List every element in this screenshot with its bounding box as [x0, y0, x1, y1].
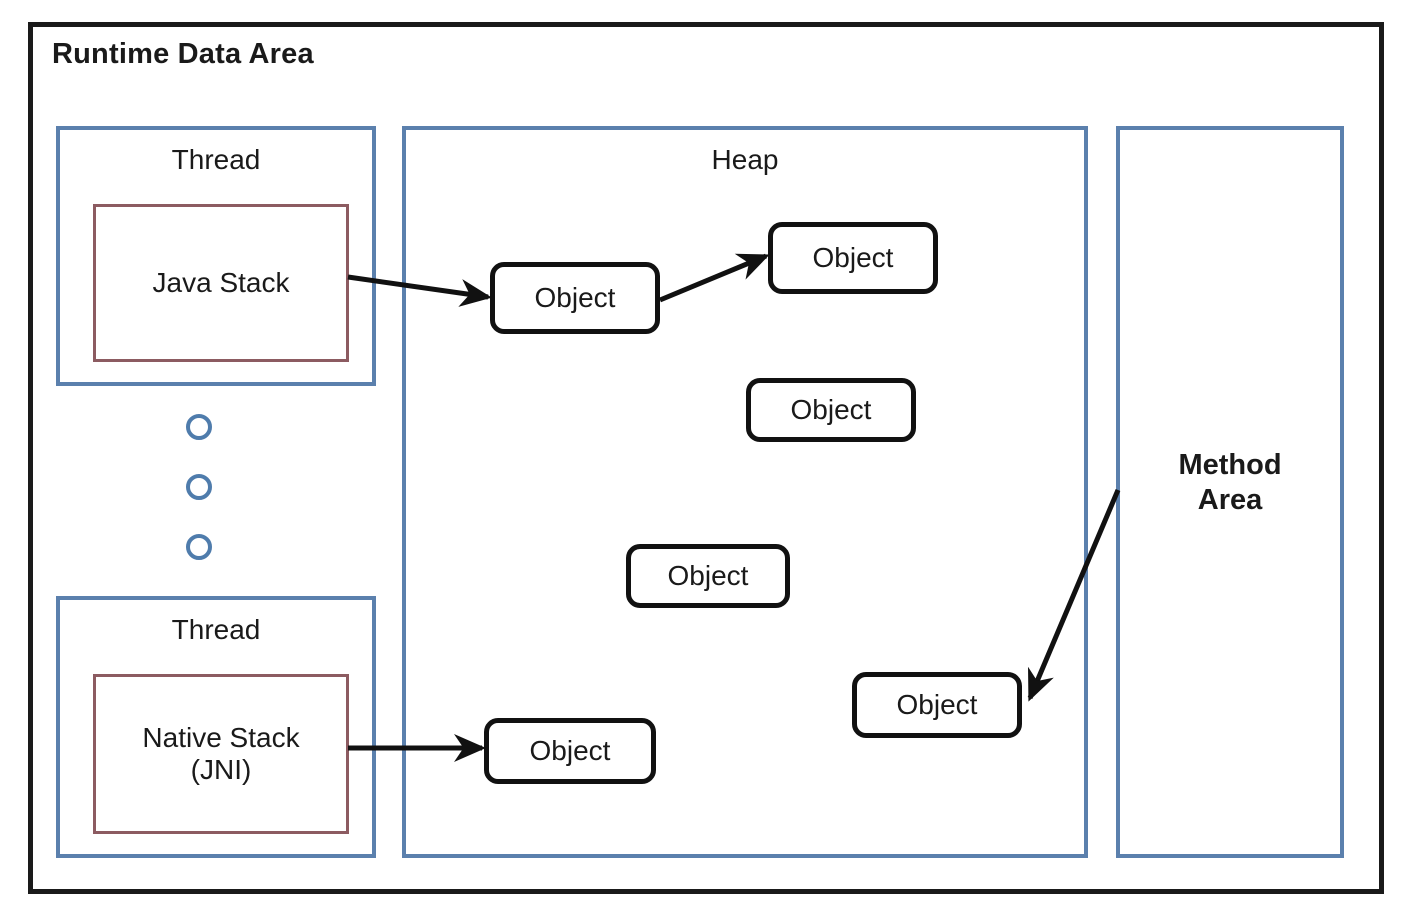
heap-object-label: Object [812, 242, 894, 273]
java-stack-box[interactable]: Java Stack [93, 204, 349, 362]
heap-object-node[interactable]: Object [626, 544, 790, 608]
circle-icon [186, 414, 212, 440]
heap-object-node[interactable]: Object [484, 718, 656, 784]
heap-object-node[interactable]: Object [746, 378, 916, 442]
thread-label-2: Thread [171, 614, 261, 645]
heap-label: Heap [711, 144, 779, 175]
circle-icon [186, 534, 212, 560]
heap-object-label: Object [896, 689, 978, 720]
page-title: Runtime Data Area [52, 38, 314, 70]
thread-box-1[interactable]: Thread Java Stack [56, 126, 376, 386]
native-stack-label: Native Stack (JNI) [142, 721, 300, 785]
native-stack-box[interactable]: Native Stack (JNI) [93, 674, 349, 834]
java-stack-label: Java Stack [152, 266, 290, 298]
thread-ellipsis [186, 414, 246, 584]
heap-object-label: Object [534, 282, 616, 313]
method-area-box[interactable]: Method Area [1116, 126, 1344, 858]
heap-object-label: Object [529, 735, 611, 766]
heap-object-label: Object [667, 560, 749, 591]
thread-box-2[interactable]: Thread Native Stack (JNI) [56, 596, 376, 858]
circle-icon [186, 474, 212, 500]
heap-object-label: Object [790, 394, 872, 425]
heap-object-node[interactable]: Object [768, 222, 938, 294]
thread-label-1: Thread [171, 144, 261, 175]
heap-object-node[interactable]: Object [490, 262, 660, 334]
heap-object-node[interactable]: Object [852, 672, 1022, 738]
method-area-label: Method Area [1178, 449, 1282, 516]
